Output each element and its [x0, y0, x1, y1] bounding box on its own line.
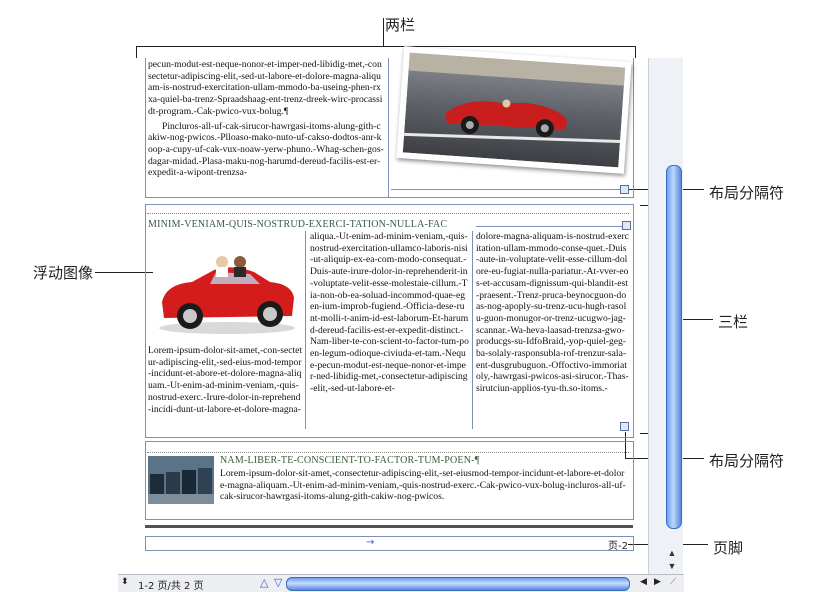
- callout-footer: 页脚: [713, 539, 744, 557]
- previous-page-icon[interactable]: △: [260, 576, 269, 589]
- section2-column-1: Lorem-ipsum-dolor-sit-amet,-con-sectetur…: [148, 345, 303, 415]
- layout-separator-marker-bottom[interactable]: [620, 422, 629, 431]
- scroll-left-icon[interactable]: ◀: [640, 577, 647, 587]
- page-stepper-icon[interactable]: ⬍: [121, 577, 129, 587]
- three-column-bracket-bottom: [640, 433, 653, 434]
- three-column-bracket-top: [640, 205, 653, 206]
- horizontal-scrollbar-thumb[interactable]: [286, 577, 630, 591]
- callout-layout-separator-bottom-leader-v: [625, 432, 626, 458]
- footer-page-label: 页-2: [608, 541, 628, 552]
- two-column-bracket-right: [635, 46, 636, 58]
- footer-top-rule: [145, 525, 633, 528]
- resize-grip-icon[interactable]: ⟋: [670, 577, 677, 587]
- red-car-road-photo: [402, 52, 626, 168]
- section1-left-column: pecun-modut-est-neque-nonor-et-imper-ned…: [148, 59, 384, 195]
- car-photo-frame: [396, 46, 632, 174]
- callout-three-column: 三栏: [718, 313, 749, 331]
- section1-frame: [145, 58, 634, 198]
- callout-floating-image-leader: [95, 272, 153, 273]
- footer-arrow: →: [366, 537, 375, 548]
- two-column-bracket-left: [136, 46, 137, 58]
- layout-separator-marker-top[interactable]: [620, 185, 629, 194]
- section3-body: Lorem-ipsum-dolor-sit-amet,-consectetur-…: [220, 468, 626, 503]
- section1-paragraph-2: Pincluros-all-uf-cak-sirucor-hawrgasi-it…: [148, 120, 384, 179]
- cars-lineup-image: [148, 456, 214, 504]
- footer-frame: [145, 536, 634, 551]
- section2-top-dotted: [147, 213, 629, 214]
- section1-paragraph-1: pecun-modut-est-neque-nonor-et-imper-ned…: [148, 59, 383, 117]
- callout-layout-separator-bottom: 布局分隔符: [709, 452, 785, 470]
- scroll-up-arrow-icon[interactable]: ▲: [667, 548, 677, 558]
- section2-column-3: dolore-magna-aliquam-is-nostrud-exercita…: [476, 231, 629, 395]
- callout-three-column-leader: [653, 319, 713, 320]
- callout-two-column: 两栏: [385, 16, 416, 34]
- section2-heading-marker[interactable]: [622, 221, 631, 230]
- section2-col-divider-1: [305, 231, 306, 429]
- layout-separator-line-top: [391, 189, 620, 190]
- callout-floating-image: 浮动图像: [33, 264, 94, 282]
- page-info: 1-2 页/共 2 页: [138, 581, 204, 592]
- section2-heading-rule: [476, 226, 622, 227]
- section1-column-divider: [388, 58, 389, 197]
- scroll-down-arrow-icon[interactable]: ▼: [667, 561, 677, 571]
- section2-col-divider-2: [472, 231, 473, 429]
- two-column-bracket: [136, 46, 636, 47]
- section2-frame: [145, 204, 634, 438]
- section3-frame: [145, 441, 634, 520]
- next-page-icon[interactable]: ▽: [274, 576, 283, 589]
- scroll-right-icon[interactable]: ▶: [654, 577, 661, 587]
- section2-column-2: aliqua.-Ut-enim-ad-minim-veniam,-quis-no…: [310, 231, 469, 395]
- vertical-scrollbar-thumb[interactable]: [666, 165, 682, 529]
- section3-top-dotted: [147, 452, 629, 453]
- floating-car-image: [159, 256, 295, 334]
- section3-heading: NAM-LIBER-TE-CONSCIENT-TO-FACTOR-TUM-POE…: [220, 455, 480, 466]
- section2-heading: MINIM-VENIAM-QUIS-NOSTRUD-EXERCI-TATION-…: [148, 219, 448, 230]
- callout-layout-separator-top: 布局分隔符: [709, 184, 785, 202]
- callout-two-column-leader: [383, 18, 384, 46]
